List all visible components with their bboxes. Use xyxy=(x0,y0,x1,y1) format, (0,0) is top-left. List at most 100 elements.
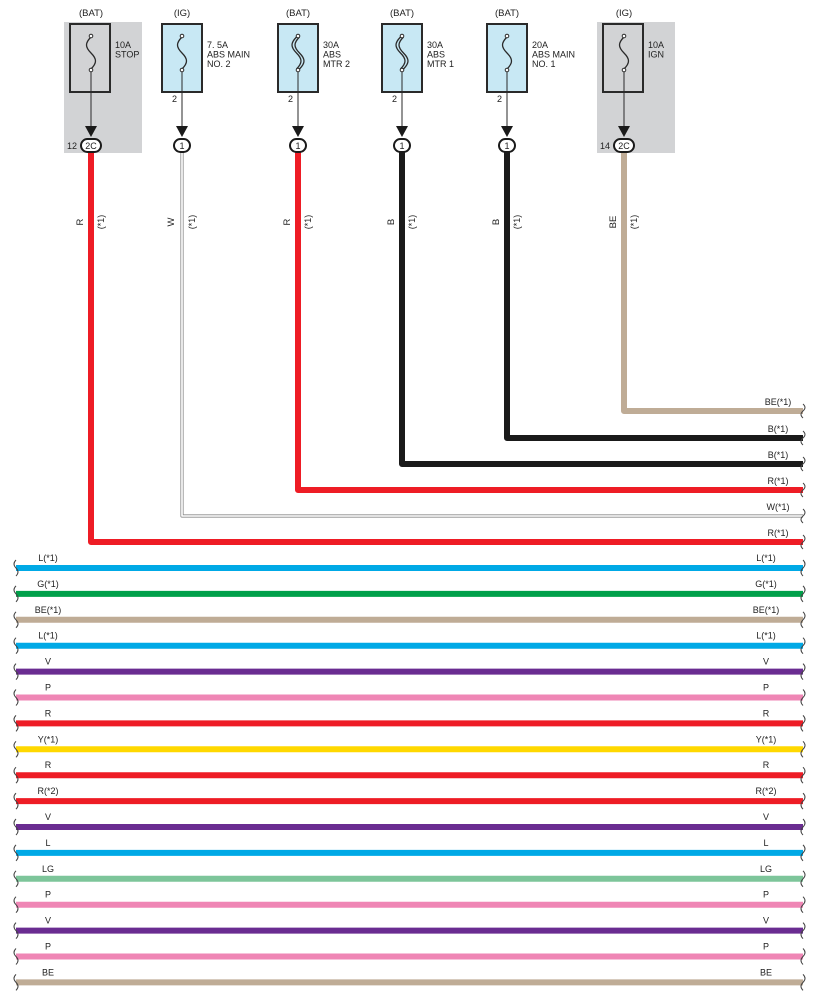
fuse-source-label: (IG) xyxy=(616,8,632,19)
wire-break-left xyxy=(13,922,19,939)
bus-wire-right-label: LG xyxy=(760,864,772,874)
wire-break-left xyxy=(13,766,19,784)
wire-break-right xyxy=(800,611,806,629)
wire-end-label: B(*1) xyxy=(768,450,789,460)
connector-id: 1 xyxy=(504,141,509,151)
connector-oval xyxy=(80,138,102,153)
connector-oval xyxy=(289,138,307,153)
fuse-rating-label: IGN xyxy=(648,50,664,60)
wire-mark-label: (*1) xyxy=(629,215,639,230)
wire-break xyxy=(800,403,806,419)
fuse-terminal xyxy=(88,67,94,73)
wire-break xyxy=(800,456,806,472)
wire-color-label: B xyxy=(491,219,502,225)
fuse-element-icon xyxy=(291,36,302,70)
bus-wire-right-label: P xyxy=(763,683,769,693)
bus-wire-left-label: G(*1) xyxy=(37,579,59,589)
fuse-rating-label: MTR 2 xyxy=(323,59,350,69)
fuse-element-icon xyxy=(395,36,406,70)
wire-break-left xyxy=(13,559,19,577)
bus-wire-left-label: L xyxy=(45,838,50,848)
fuse-terminal xyxy=(295,67,301,73)
wire-w xyxy=(181,152,803,517)
fuse-rating-label: STOP xyxy=(115,50,139,60)
fuse-layer xyxy=(69,23,644,153)
fuse-box-shading-layer xyxy=(64,22,675,153)
connector-arrow-icon xyxy=(176,126,188,137)
bus-wire-right-label: BE(*1) xyxy=(753,605,780,615)
fuse xyxy=(381,23,423,153)
wire-color-label: BE xyxy=(608,216,619,229)
bus-wire-right-label: Y(*1) xyxy=(756,734,777,744)
wire-break-right xyxy=(800,766,806,784)
fuse-pin-number: 2 xyxy=(497,94,502,104)
fuse-rating-label: ABS MAIN xyxy=(207,50,250,60)
bus-wire-left-label: L(*1) xyxy=(38,553,58,563)
fuse-element-icon xyxy=(398,36,409,70)
fuse-rating-label: NO. 2 xyxy=(207,59,231,69)
connector-id: 1 xyxy=(399,141,404,151)
wire-break-right xyxy=(800,559,806,577)
wire-break-left xyxy=(13,689,19,706)
fuse-terminal xyxy=(179,33,185,39)
fuse-source-label: (BAT) xyxy=(79,8,103,19)
fuse xyxy=(161,23,203,153)
wire-break-right xyxy=(800,896,806,914)
bus-wire-left-label: P xyxy=(45,890,51,900)
bus-wire-left-label: V xyxy=(45,916,51,926)
connector-oval xyxy=(613,138,635,153)
wire-mark-label: (*1) xyxy=(187,215,197,230)
wire-break-left xyxy=(13,792,19,810)
wire-break-left xyxy=(13,611,19,629)
fuse xyxy=(486,23,528,153)
bus-wire-left-label: P xyxy=(45,942,51,952)
fuse-rating-label: ABS xyxy=(427,50,445,60)
bus-wire-right-label: V xyxy=(763,812,769,822)
wire-color-label: B xyxy=(386,219,397,225)
fuse-rating-label: ABS MAIN xyxy=(532,50,575,60)
wire-break-right xyxy=(800,663,806,680)
fuse-source-label: (BAT) xyxy=(390,8,414,19)
bus-wire-left-label: P xyxy=(45,683,51,693)
wire-be xyxy=(621,152,803,414)
fuse-rating-label: MTR 1 xyxy=(427,59,454,69)
bus-wire-left-label: V xyxy=(45,812,51,822)
wire-break-left xyxy=(13,663,19,680)
wire-break-right xyxy=(800,689,806,706)
fuse-terminal xyxy=(399,67,405,73)
wire-break-left xyxy=(13,974,19,991)
wire-break-left xyxy=(13,637,19,655)
wire-break-right xyxy=(800,585,806,603)
wire-break-right xyxy=(800,870,806,888)
bus-wire-left-label: V xyxy=(45,657,51,667)
connector-oval xyxy=(498,138,516,153)
connector-arrow-icon xyxy=(501,126,513,137)
fuse-terminal xyxy=(621,67,627,73)
bus-wire-left-label: R xyxy=(45,760,52,770)
wire-break-right xyxy=(800,844,806,862)
wire-mark-label: (*1) xyxy=(512,215,522,230)
wire-mark-label: (*1) xyxy=(407,215,417,230)
wire-mark-label: (*1) xyxy=(303,215,313,230)
wire-end-label: B(*1) xyxy=(768,424,789,434)
wire-b xyxy=(399,152,803,467)
wire-break xyxy=(800,508,806,524)
wire-break-right xyxy=(800,715,806,732)
fuse-source-label: (BAT) xyxy=(286,8,310,19)
wire-break-right xyxy=(800,922,806,939)
wire-break-right xyxy=(800,974,806,991)
wire-break-right xyxy=(800,818,806,836)
bus-wire-left-label: L(*1) xyxy=(38,631,58,641)
fuse-element-icon xyxy=(501,36,513,70)
fuse-rating-label: 7. 5A xyxy=(207,40,228,50)
wire-break-left xyxy=(13,870,19,888)
fuse-terminal xyxy=(179,67,185,73)
wire-end-label: R(*1) xyxy=(767,528,788,538)
connector-number: 14 xyxy=(600,141,610,151)
fuse-terminal xyxy=(504,33,510,39)
wire-end-label: R(*1) xyxy=(767,476,788,486)
bus-wire-right-label: P xyxy=(763,942,769,952)
bus-wire-right-label: G(*1) xyxy=(755,579,777,589)
fuse-rating-label: 20A xyxy=(532,40,548,50)
